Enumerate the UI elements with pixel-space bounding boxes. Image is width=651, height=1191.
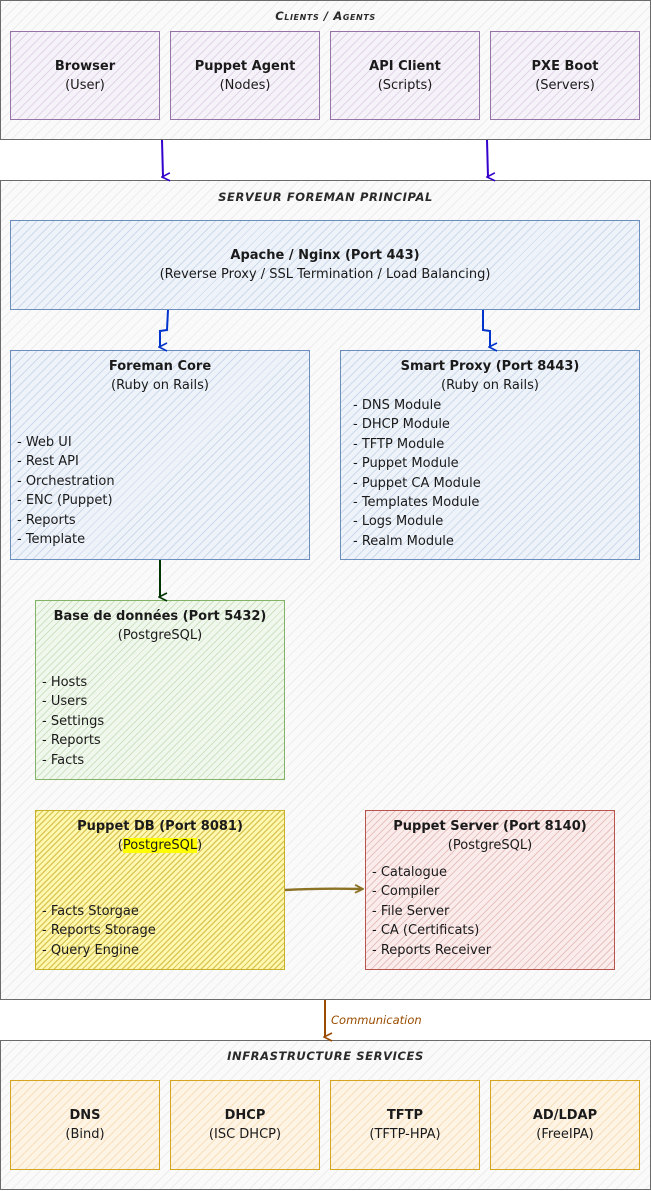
arrow-clients-to-server-left	[162, 139, 163, 177]
infra-name: DNS	[69, 1108, 101, 1123]
arrow-clients-to-server-right	[487, 139, 488, 177]
infra-group-title: INFRASTRUCTURE SERVICES	[227, 1049, 424, 1063]
list-item: Facts Storgae	[42, 902, 284, 921]
client-api[interactable]: API Client (Scripts)	[330, 31, 480, 120]
puppetdb-sub-close: )	[197, 838, 203, 853]
web-server-box[interactable]: Apache / Nginx (Port 443) (Reverse Proxy…	[10, 220, 640, 310]
puppet-server-list: Catalogue Compiler File Server CA (Certi…	[366, 863, 614, 960]
list-item: Puppet CA Module	[353, 474, 639, 493]
client-browser[interactable]: Browser (User)	[10, 31, 160, 120]
puppetdb-name: Puppet DB (Port 8081)	[77, 819, 243, 834]
web-server-sub: (Reverse Proxy / SSL Termination / Load …	[159, 267, 491, 282]
list-item: Puppet Module	[353, 454, 639, 473]
server-group-title: SERVEUR FOREMAN PRINCIPAL	[218, 190, 433, 204]
list-item: Orchestration	[17, 472, 309, 491]
puppet-server-box[interactable]: Puppet Server (Port 8140) (PostgreSQL) C…	[365, 810, 615, 970]
list-item: Template	[17, 530, 309, 549]
infra-dns[interactable]: DNS (Bind)	[10, 1080, 160, 1170]
infra-name: AD/LDAP	[532, 1108, 598, 1123]
foreman-core-sub: (Ruby on Rails)	[111, 378, 209, 393]
infra-dhcp[interactable]: DHCP (ISC DHCP)	[170, 1080, 320, 1170]
infra-name: DHCP	[224, 1108, 266, 1123]
list-item: TFTP Module	[353, 435, 639, 454]
infra-sub: (ISC DHCP)	[208, 1127, 282, 1142]
infra-sub: (Bind)	[65, 1127, 105, 1142]
smart-proxy-list: DNS Module DHCP Module TFTP Module Puppe…	[341, 396, 639, 551]
list-item: CA (Certificats)	[372, 921, 614, 940]
puppetdb-sub: (PostgreSQL)	[36, 836, 284, 855]
list-item: Catalogue	[372, 863, 614, 882]
foreman-core-box[interactable]: Foreman Core (Ruby on Rails) Web UI Rest…	[10, 350, 310, 560]
list-item: Logs Module	[353, 512, 639, 531]
client-name: API Client	[369, 58, 441, 74]
list-item: Web UI	[17, 433, 309, 452]
list-item: Hosts	[42, 673, 284, 692]
database-box[interactable]: Base de données (Port 5432) (PostgreSQL)…	[35, 600, 285, 780]
client-name: Puppet Agent	[194, 58, 296, 74]
puppetdb-sub-open: (	[117, 838, 123, 853]
puppet-server-name: Puppet Server (Port 8140)	[393, 819, 587, 834]
client-pxe-boot[interactable]: PXE Boot (Servers)	[490, 31, 640, 120]
client-puppet-agent[interactable]: Puppet Agent (Nodes)	[170, 31, 320, 120]
list-item: Reports	[42, 731, 284, 750]
database-sub: (PostgreSQL)	[117, 628, 203, 643]
puppet-server-sub: (PostgreSQL)	[447, 838, 533, 853]
list-item: Reports Storage	[42, 921, 284, 940]
list-item: DNS Module	[353, 396, 639, 415]
list-item: Reports Receiver	[372, 941, 614, 960]
infra-ad-ldap[interactable]: AD/LDAP (FreeIPA)	[490, 1080, 640, 1170]
puppetdb-box[interactable]: Puppet DB (Port 8081) (PostgreSQL) Facts…	[35, 810, 285, 970]
infra-sub: (FreeIPA)	[536, 1127, 594, 1142]
infra-name: TFTP	[386, 1108, 424, 1123]
database-name: Base de données (Port 5432)	[53, 609, 267, 624]
client-sub: (Servers)	[535, 77, 595, 93]
list-item: Realm Module	[353, 532, 639, 551]
client-sub: (User)	[65, 77, 105, 93]
smart-proxy-box[interactable]: Smart Proxy (Port 8443) (Ruby on Rails) …	[340, 350, 640, 560]
smart-proxy-name: Smart Proxy (Port 8443)	[400, 359, 580, 374]
web-server-name: Apache / Nginx (Port 443)	[230, 248, 420, 263]
database-list: Hosts Users Settings Reports Facts	[36, 673, 284, 770]
list-item: DHCP Module	[353, 415, 639, 434]
client-sub: (Nodes)	[219, 77, 271, 93]
list-item: Query Engine	[42, 941, 284, 960]
list-item: Settings	[42, 712, 284, 731]
puppetdb-list: Facts Storgae Reports Storage Query Engi…	[36, 902, 284, 960]
foreman-core-list: Web UI Rest API Orchestration ENC (Puppe…	[11, 433, 309, 549]
list-item: Rest API	[17, 452, 309, 471]
client-name: Browser	[54, 58, 116, 74]
list-item: Users	[42, 692, 284, 711]
infra-sub: (TFTP-HPA)	[369, 1127, 441, 1142]
list-item: Templates Module	[353, 493, 639, 512]
list-item: File Server	[372, 902, 614, 921]
client-name: PXE Boot	[531, 58, 599, 74]
client-sub: (Scripts)	[377, 77, 433, 93]
clients-group-title: Clients / Agents	[275, 9, 376, 23]
communication-edge-label: Communication	[331, 1013, 422, 1027]
puppetdb-sub-highlight: PostgreSQL	[122, 838, 198, 853]
list-item: Facts	[42, 751, 284, 770]
list-item: Compiler	[372, 882, 614, 901]
infra-tftp[interactable]: TFTP (TFTP-HPA)	[330, 1080, 480, 1170]
list-item: Reports	[17, 511, 309, 530]
smart-proxy-sub: (Ruby on Rails)	[441, 378, 539, 393]
list-item: ENC (Puppet)	[17, 491, 309, 510]
foreman-core-name: Foreman Core	[108, 359, 212, 374]
